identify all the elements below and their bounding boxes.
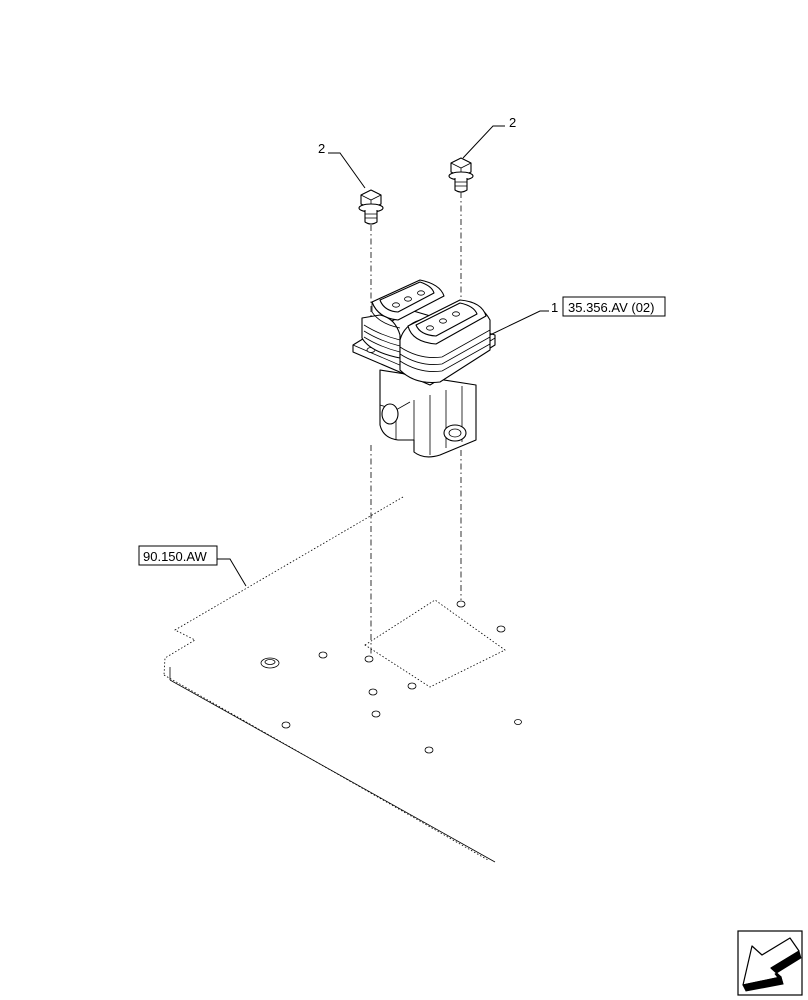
valve-reference-box <box>562 296 666 317</box>
mounting-hole <box>318 651 328 659</box>
mounting-hole <box>407 682 417 690</box>
mounting-hole <box>281 721 291 729</box>
callout-valve: 1 35.356.AV (02) <box>489 296 666 336</box>
pilot-valve <box>352 279 496 458</box>
bolt-right <box>448 157 474 193</box>
plate-reference-label: 90.150.AW <box>143 549 208 564</box>
valve-reference-label: 35.356.AV (02) <box>568 300 654 315</box>
mounting-hole <box>368 688 378 696</box>
callout-bolt-right: 2 <box>462 115 516 159</box>
navigation-arrow-icon[interactable] <box>737 930 803 996</box>
mounting-hole <box>496 625 506 633</box>
callout-label-bolt-right: 2 <box>509 115 516 130</box>
mounting-hole <box>364 655 374 663</box>
plate-reference-box <box>138 545 218 566</box>
callout-label-valve: 1 <box>551 300 558 315</box>
mounting-hole <box>514 719 522 725</box>
callout-plate: 90.150.AW <box>138 545 247 587</box>
bolt-left <box>358 189 384 225</box>
mounting-hole <box>371 710 381 718</box>
mounting-hole <box>424 746 434 754</box>
mounting-hole <box>456 600 466 608</box>
floor-plate <box>163 496 522 863</box>
callout-label-bolt-left: 2 <box>318 141 325 156</box>
callout-bolt-left: 2 <box>318 141 366 189</box>
